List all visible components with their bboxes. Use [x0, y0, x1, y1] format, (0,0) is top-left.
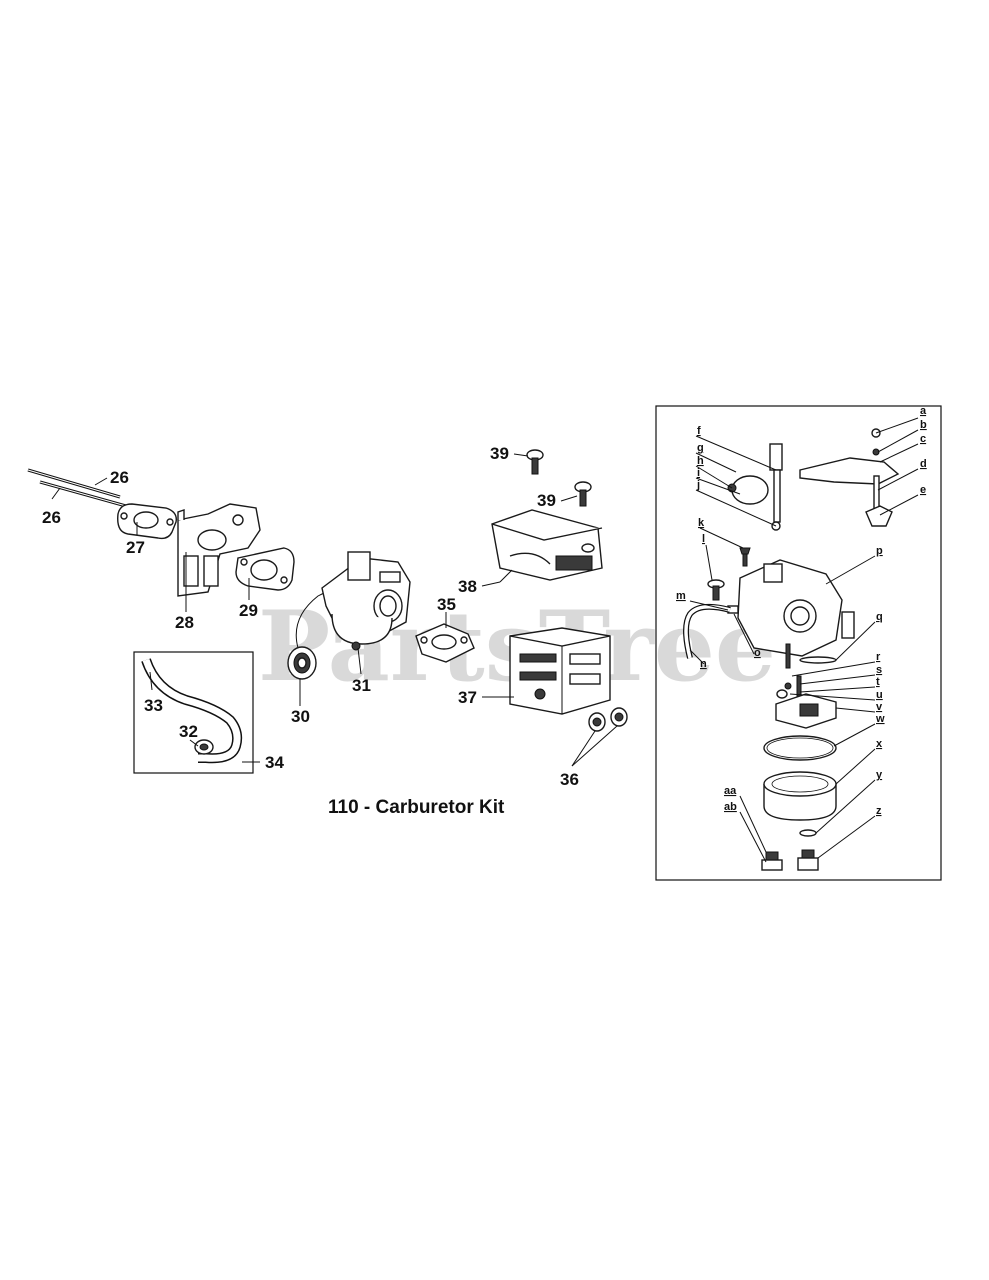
- kit-callout-w: w: [875, 713, 885, 725]
- callout-31: 31: [352, 676, 371, 695]
- callout-34: 34: [265, 753, 284, 772]
- callout-32: 32: [179, 722, 198, 741]
- callout-36: 36: [560, 770, 579, 789]
- part-39-screw-b: [574, 481, 592, 507]
- kit-small-parts: [707, 428, 881, 699]
- callout-39b: 39: [537, 491, 556, 510]
- callout-26a: 26: [110, 468, 129, 487]
- kit-callout-ab: ab: [724, 801, 737, 813]
- kit-callout-a: a: [920, 405, 927, 417]
- kit-callout-d: d: [920, 458, 927, 470]
- kit-callout-r: r: [876, 651, 881, 663]
- kit-callout-z: z: [876, 805, 882, 817]
- kit-callout-y: y: [876, 769, 883, 781]
- callout-39a: 39: [490, 444, 509, 463]
- kit-callout-p: p: [876, 545, 883, 557]
- kit-choke-plate: [727, 475, 769, 505]
- part-26-rods: [27, 468, 127, 508]
- part-30-primer-bulb: [287, 589, 347, 680]
- callout-29: 29: [239, 601, 258, 620]
- callout-38: 38: [458, 577, 477, 596]
- callout-35: 35: [437, 595, 456, 614]
- kit-callout-q: q: [876, 611, 883, 623]
- kit-leader-lines: [689, 417, 919, 863]
- kit-callout-m: m: [676, 590, 686, 602]
- part-27-gasket: [117, 503, 177, 540]
- kit-carburetor-body: [737, 559, 855, 657]
- kit-callout-o: o: [754, 647, 761, 659]
- kit-float-bowl: [763, 771, 837, 821]
- kit-float: [775, 693, 837, 729]
- fuel-line-box: [133, 651, 254, 774]
- kit-callout-h: h: [697, 455, 704, 467]
- kit-callout-j: j: [696, 479, 700, 491]
- kit-choke-shaft: [769, 443, 783, 523]
- kit-bowl-screws: [761, 829, 819, 871]
- kit-callout-u: u: [876, 689, 883, 701]
- kit-callout-g: g: [697, 442, 704, 454]
- callout-27: 27: [126, 538, 145, 557]
- part-31-carburetor: [321, 551, 411, 651]
- part-37-filter-base: [509, 627, 611, 715]
- kit-callout-k: k: [698, 517, 705, 529]
- callout-37: 37: [458, 688, 477, 707]
- kit-callout-c: c: [920, 433, 926, 445]
- part-33-34-fuel-line: [141, 658, 243, 764]
- kit-callout-i: i: [697, 467, 700, 479]
- part-38-filter-cover: [491, 509, 603, 581]
- kit-callout-x: x: [876, 738, 883, 750]
- kit-callout-n: n: [700, 658, 707, 670]
- kit-callout-b: b: [920, 419, 927, 431]
- callout-33: 33: [144, 696, 163, 715]
- callout-28: 28: [175, 613, 194, 632]
- kit-callout-f: f: [697, 425, 701, 437]
- kit-bowl-gasket: [763, 735, 837, 761]
- kit-callout-l: l: [702, 533, 705, 545]
- kit-callout-v: v: [876, 701, 883, 713]
- part-28-bracket: [177, 503, 261, 597]
- part-39-screw-a: [526, 449, 544, 475]
- part-36-nuts: [588, 707, 628, 732]
- callout-30: 30: [291, 707, 310, 726]
- diagram-caption: 110 - Carburetor Kit: [328, 797, 505, 818]
- kit-callout-e: e: [920, 484, 926, 496]
- kit-throttle-lever: [799, 457, 900, 527]
- part-35-gasket: [415, 623, 475, 663]
- kit-callout-aa: aa: [724, 785, 737, 797]
- carburetor-kit-box: [655, 405, 942, 881]
- kit-callout-s: s: [876, 664, 882, 676]
- kit-callout-t: t: [876, 676, 880, 688]
- callout-26b: 26: [42, 508, 61, 527]
- part-29-gasket: [235, 547, 295, 591]
- part-32-clamp: [194, 739, 214, 755]
